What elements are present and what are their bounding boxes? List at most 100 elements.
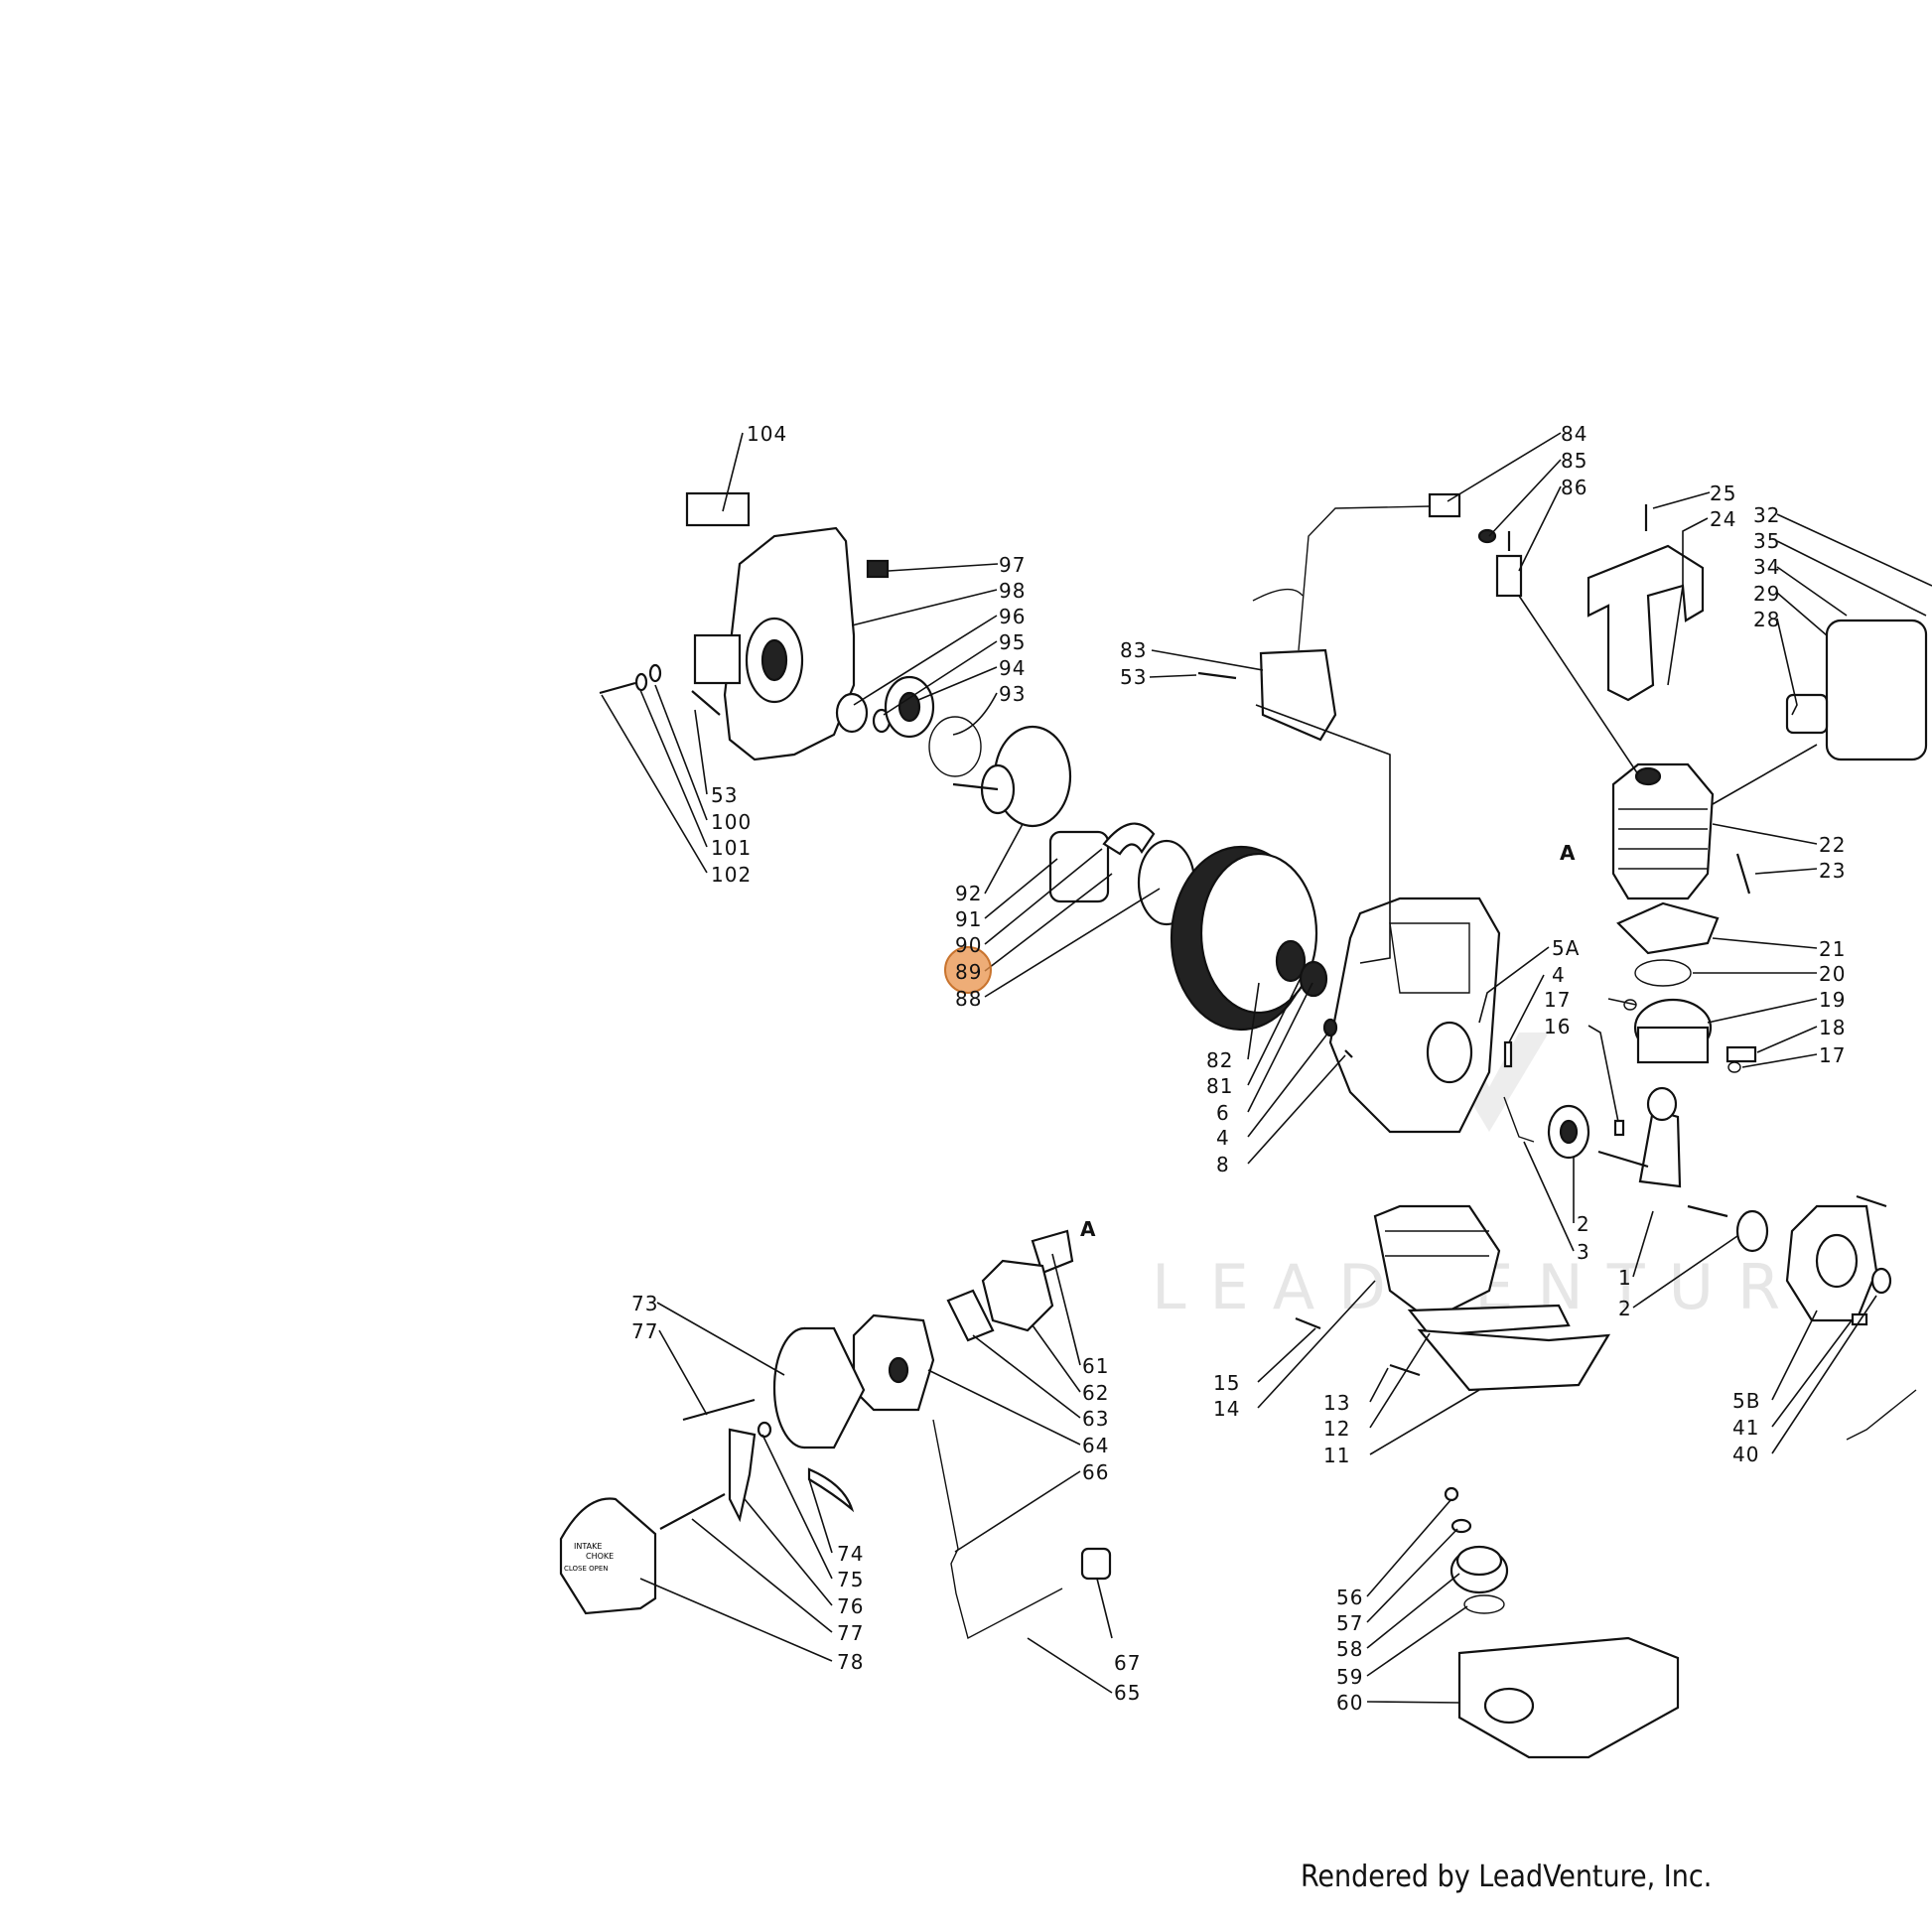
boot-84 [1428,492,1461,518]
callout-16: 16 [1544,1015,1571,1038]
plate-12 [1407,1304,1571,1337]
callout-22: 22 [1819,833,1846,857]
callout-20: 20 [1819,962,1846,986]
callout-88: 88 [955,987,982,1011]
callout-101: 101 [711,836,752,860]
callout-60: 60 [1336,1691,1363,1715]
air-filter-housing-73 [772,1326,866,1449]
callout-82: 82 [1206,1048,1233,1072]
part-57 [1450,1518,1472,1534]
cover-text-2: CHOKE [586,1552,614,1561]
callout-13: 13 [1323,1391,1350,1415]
callout-94: 94 [999,656,1026,680]
fuel-cap-58 [1449,1545,1509,1594]
screw-77a [682,1398,756,1422]
callout-19: 19 [1819,988,1846,1012]
choke-lever-76 [728,1428,757,1523]
callout-40: 40 [1732,1443,1759,1466]
clutch-drum-92 [952,725,1072,828]
ring-20 [1634,959,1692,987]
pin-18 [1725,1045,1757,1063]
screw-77b [659,1493,726,1530]
callout-56: 56 [1336,1586,1363,1609]
callout-74: 74 [837,1542,864,1566]
callout-32: 32 [1753,503,1780,527]
callout-104: 104 [747,422,787,446]
footer-credit: Rendered by LeadVenture, Inc. [1301,1860,1712,1894]
callout-98: 98 [999,579,1026,603]
callout-77-bottom: 77 [837,1621,864,1645]
callout-4-upper: 4 [1552,963,1566,987]
callout-4-lower: 4 [1216,1126,1230,1150]
air-filter-cover-78: INTAKE CHOKE CLOSE OPEN [559,1497,657,1615]
washer-75 [757,1421,772,1439]
cover-text-3: CLOSE OPEN [564,1565,609,1573]
callout-102: 102 [711,863,752,887]
callout-91: 91 [955,907,982,931]
callout-81: 81 [1206,1074,1233,1098]
bearing-2b [1735,1209,1769,1253]
shroud-24 [1587,544,1705,702]
guard-11 [1417,1328,1611,1392]
callout-73: 73 [631,1292,658,1315]
callout-14: 14 [1213,1397,1240,1421]
callout-15: 15 [1213,1371,1240,1395]
fan-housing-part [693,526,856,761]
pin-16 [1613,1119,1625,1137]
screw-13 [1389,1363,1421,1377]
gasket-61 [1031,1229,1074,1275]
gasket-63 [946,1289,995,1342]
callout-25: 25 [1710,482,1736,505]
gasket-3 [1503,1096,1535,1143]
fuel-line-66 [932,1419,1063,1640]
callout-3: 3 [1577,1240,1590,1264]
carburetor-64 [852,1313,935,1412]
callout-85: 85 [1561,449,1587,473]
part-40 [1846,1389,1917,1441]
callout-78: 78 [837,1650,864,1674]
part-41 [1851,1312,1868,1326]
screw-53b [1197,671,1237,680]
gasket-21 [1616,901,1720,955]
gasket-59 [1463,1594,1505,1614]
callout-12: 12 [1323,1417,1350,1441]
callout-66: 66 [1082,1460,1109,1484]
nut-81 [1299,960,1328,998]
filter-element-74 [807,1467,855,1513]
callout-5A: 5A [1552,936,1580,960]
callout-5B: 5B [1732,1389,1760,1413]
callout-53-top: 53 [711,783,738,807]
callout-11: 11 [1323,1444,1350,1467]
callout-17-left: 17 [1544,988,1571,1012]
callout-24: 24 [1710,507,1736,531]
cover-text-1: INTAKE [574,1542,602,1551]
callout-1: 1 [1618,1266,1632,1290]
spacer-62 [981,1259,1054,1332]
callout-75: 75 [837,1568,864,1591]
bolt-5b [1856,1194,1887,1208]
callout-89[interactable]: 89 [955,960,982,984]
bolt-23 [1735,853,1751,895]
pin-8 [1344,1049,1353,1058]
part-56 [1444,1486,1459,1502]
highlight-marker[interactable] [944,946,992,994]
callout-34: 34 [1753,555,1780,579]
callout-96: 96 [999,605,1026,628]
spark-plug-86 [1495,531,1523,598]
filter-67 [1080,1547,1112,1581]
screw-53a [691,690,721,716]
callout-53-mid: 53 [1120,665,1147,689]
callout-35: 35 [1753,529,1780,553]
callout-23: 23 [1819,859,1846,883]
callout-100: 100 [711,810,752,834]
leader-lines [601,432,1932,1704]
bolt-102 [599,681,636,695]
callout-41: 41 [1732,1416,1759,1440]
washer-100 [648,663,662,683]
crankcase-5B [1785,1204,1878,1322]
callout-65: 65 [1114,1681,1141,1705]
ignition-coil-83 [1252,505,1431,742]
callout-2-upper: 2 [1577,1212,1590,1236]
callout-A-cylinder: A [1560,841,1576,865]
